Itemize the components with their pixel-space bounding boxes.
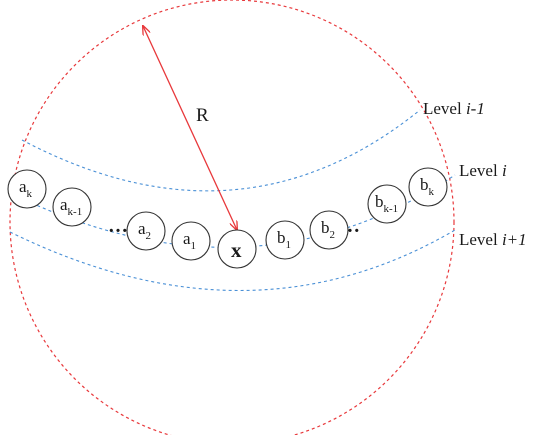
- node-b1-label: b1: [277, 228, 291, 251]
- node-bk: bk: [408, 167, 448, 207]
- node-bk-1-circle: [367, 184, 407, 224]
- node-b1-circle: [265, 220, 305, 260]
- node-ak-1-label: ak-1: [60, 195, 82, 218]
- node-ak-1: ak-1: [52, 187, 92, 227]
- node-a2-circle: [126, 211, 166, 251]
- node-bk-label: bk: [420, 175, 435, 198]
- node-b1: b1: [265, 220, 305, 260]
- node-bk-circle: [408, 167, 448, 207]
- node-chain: ak ak-1 a2 a1 x b1 b2 bk-1 bk: [7, 167, 448, 269]
- node-x-label: x: [231, 238, 242, 262]
- node-a1: a1: [171, 221, 211, 261]
- node-a1-circle: [171, 221, 211, 261]
- node-a2: a2: [126, 211, 166, 251]
- ellipsis-left: …: [108, 215, 128, 237]
- level-line-upper: [21, 109, 421, 192]
- level-label-middle: Level i: [459, 161, 507, 180]
- level-line-lower: [9, 229, 456, 291]
- node-bk-1-label: bk-1: [375, 192, 398, 215]
- level-label-lower: Level i+1: [459, 230, 527, 249]
- node-x-circle: [217, 229, 257, 269]
- node-b2-circle: [309, 210, 349, 250]
- level-label-upper: Level i-1: [423, 99, 485, 118]
- node-b2: b2: [309, 210, 349, 250]
- node-b2-label: b2: [321, 218, 335, 241]
- node-ak: ak: [7, 169, 47, 209]
- outer-circle: [9, 0, 455, 435]
- radius-label: R: [196, 105, 209, 126]
- node-a1-label: a1: [183, 229, 196, 252]
- node-ak-label: ak: [19, 177, 33, 200]
- node-x: x: [217, 229, 257, 269]
- node-a2-label: a2: [138, 219, 151, 242]
- radius-arrow: [143, 26, 237, 230]
- node-ak-circle: [7, 169, 47, 209]
- node-bk-1: bk-1: [367, 184, 407, 224]
- node-ak-1-circle: [52, 187, 92, 227]
